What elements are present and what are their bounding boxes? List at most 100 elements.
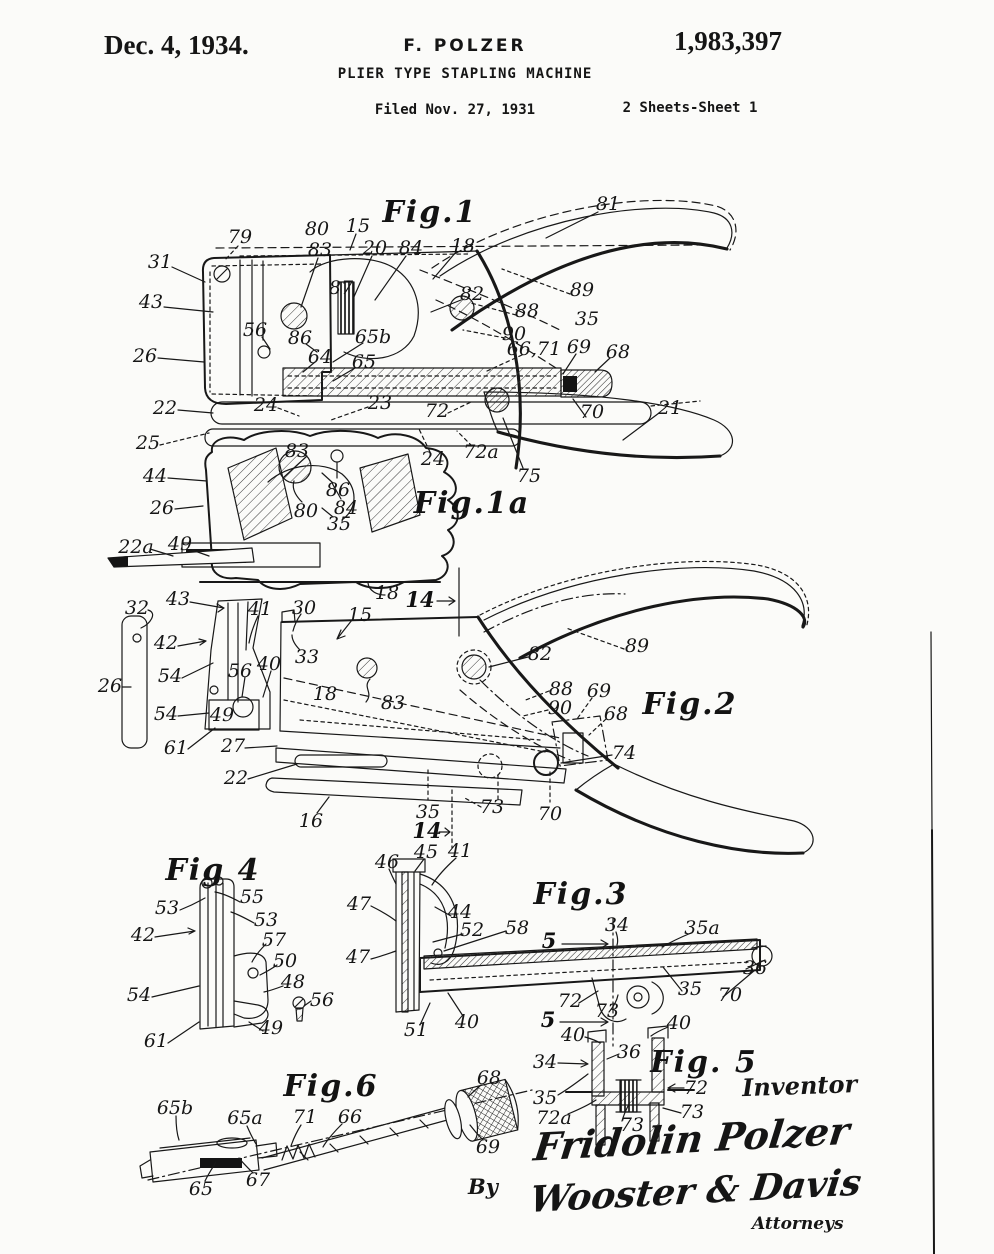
ref-label-5-105: 5 bbox=[541, 1007, 556, 1032]
ref-label-44-92: 44 bbox=[447, 901, 472, 923]
ref-label-61-60: 61 bbox=[164, 737, 188, 759]
ref-label-82-11: 82 bbox=[460, 283, 484, 305]
figure-title-fig3: Fig.3 bbox=[533, 877, 629, 912]
ref-label-64-22: 64 bbox=[308, 346, 332, 368]
ref-label-80-38: 80 bbox=[294, 500, 318, 522]
ref-label-26-53: 26 bbox=[97, 675, 122, 697]
ref-label-73-102: 73 bbox=[595, 1000, 619, 1022]
ref-label-81-7: 81 bbox=[596, 193, 620, 215]
ref-label-26-41: 26 bbox=[149, 497, 174, 519]
ref-label-20-4: 20 bbox=[362, 237, 387, 259]
ref-label-32-46: 32 bbox=[125, 597, 149, 619]
ref-label-72-101: 72 bbox=[558, 990, 582, 1012]
ref-label-88-66: 88 bbox=[549, 678, 573, 700]
ref-label-36-98: 36 bbox=[743, 957, 767, 979]
ref-label-43-9: 43 bbox=[138, 291, 163, 313]
ref-label-84-5: 84 bbox=[399, 237, 423, 259]
ref-label-73-113: 73 bbox=[620, 1114, 644, 1136]
ref-label-35-40: 35 bbox=[327, 513, 351, 535]
ref-label-70-29: 70 bbox=[580, 401, 604, 423]
ref-label-68-119: 68 bbox=[477, 1067, 501, 1089]
ref-label-88-13: 88 bbox=[515, 300, 539, 322]
ref-label-86-37: 86 bbox=[326, 479, 350, 501]
ref-label-40-106: 40 bbox=[560, 1024, 585, 1046]
ref-label-86-20: 86 bbox=[288, 327, 312, 349]
ref-label-41-48: 41 bbox=[247, 598, 272, 620]
ref-label-40-107: 40 bbox=[666, 1012, 691, 1034]
ref-label-14-45: 14 bbox=[405, 587, 434, 612]
leader-lines bbox=[121, 211, 766, 1182]
ref-label-33-52: 33 bbox=[295, 646, 319, 668]
ref-label-72-111: 72 bbox=[684, 1077, 708, 1099]
ref-label-15-50: 15 bbox=[348, 604, 372, 626]
ref-label-65b-115: 65b bbox=[157, 1097, 193, 1119]
patent-date: Dec. 4, 1934. bbox=[104, 30, 249, 60]
ref-label-40-104: 40 bbox=[454, 1011, 479, 1033]
ref-label-40-56: 40 bbox=[256, 653, 281, 675]
ref-label-83-33: 83 bbox=[285, 440, 309, 462]
ref-label-49-85: 49 bbox=[258, 1017, 283, 1039]
ref-label-55-77: 55 bbox=[240, 886, 264, 908]
patent-number: 1,983,397 bbox=[674, 26, 782, 56]
by-label: By bbox=[468, 1174, 498, 1199]
ref-label-82-64: 82 bbox=[528, 643, 552, 665]
ref-label-31-8: 31 bbox=[148, 251, 172, 273]
ref-label-66,71-16: 66,71 bbox=[507, 338, 561, 360]
ref-label-87-10: 87 bbox=[329, 277, 354, 299]
ref-label-54-58: 54 bbox=[154, 703, 178, 725]
ref-label-24-34: 24 bbox=[420, 448, 445, 470]
ref-label-89-12: 89 bbox=[570, 279, 594, 301]
ref-label-44-32: 44 bbox=[142, 465, 167, 487]
ref-label-72-28: 72 bbox=[425, 400, 449, 422]
ref-label-58-94: 58 bbox=[505, 917, 529, 939]
ref-label-53-76: 53 bbox=[155, 897, 179, 919]
ref-label-25-31: 25 bbox=[135, 432, 160, 454]
fig4-drawing bbox=[199, 876, 306, 1030]
ref-label-22a-42: 22a bbox=[117, 536, 154, 558]
ref-label-26-24: 26 bbox=[132, 345, 157, 367]
ref-label-72a-35: 72a bbox=[463, 441, 499, 463]
ref-label-79-0: 79 bbox=[228, 226, 252, 248]
fig1a-drawing bbox=[107, 429, 460, 637]
fig1-drawing bbox=[201, 199, 737, 470]
ref-label-52-93: 52 bbox=[460, 919, 484, 941]
ref-label-56-55: 56 bbox=[228, 660, 252, 682]
ref-label-90-15: 90 bbox=[502, 323, 526, 345]
ref-label-69-17: 69 bbox=[567, 336, 591, 358]
ref-label-23-27: 23 bbox=[367, 392, 392, 414]
ref-label-74-71: 74 bbox=[612, 742, 636, 764]
ref-label-48-82: 48 bbox=[280, 971, 305, 993]
figure-title-fig1: Fig.1 bbox=[382, 195, 478, 230]
ref-label-54-54: 54 bbox=[158, 665, 182, 687]
ref-label-83-70: 83 bbox=[381, 692, 405, 714]
ref-label-73-114: 73 bbox=[680, 1101, 704, 1123]
ref-label-56-84: 56 bbox=[310, 989, 334, 1011]
ref-label-41-89: 41 bbox=[447, 840, 472, 862]
ref-label-49-43: 49 bbox=[167, 533, 192, 555]
ref-label-24-26: 24 bbox=[253, 394, 278, 416]
figure-title-fig6: Fig.6 bbox=[283, 1069, 379, 1104]
ref-label-35a-97: 35a bbox=[684, 917, 720, 939]
ref-label-30-49: 30 bbox=[292, 597, 316, 619]
ref-label-22-25: 22 bbox=[152, 397, 177, 419]
sheet-info: 2 Sheets-Sheet 1 bbox=[622, 100, 758, 116]
ref-label-47-91: 47 bbox=[345, 946, 371, 968]
attorneys-caption: Attorneys bbox=[752, 1214, 844, 1234]
ref-label-15-2: 15 bbox=[346, 215, 370, 237]
ref-label-16-63: 16 bbox=[299, 810, 323, 832]
ref-label-53-78: 53 bbox=[254, 909, 278, 931]
ref-label-21-30: 21 bbox=[657, 397, 682, 419]
ref-label-73-73: 73 bbox=[480, 796, 504, 818]
ref-label-34-109: 34 bbox=[533, 1051, 557, 1073]
ref-label-70-74: 70 bbox=[538, 803, 562, 825]
ref-label-47-90: 47 bbox=[346, 893, 372, 915]
ref-label-68-69: 68 bbox=[604, 703, 628, 725]
ref-label-35-72: 35 bbox=[416, 801, 440, 823]
ref-label-35-99: 35 bbox=[678, 978, 702, 1000]
ref-label-69-67: 69 bbox=[587, 680, 611, 702]
ref-label-18-44: 18 bbox=[375, 582, 399, 604]
ref-label-72a-112: 72a bbox=[536, 1107, 572, 1129]
ref-label-43-47: 43 bbox=[165, 588, 190, 610]
